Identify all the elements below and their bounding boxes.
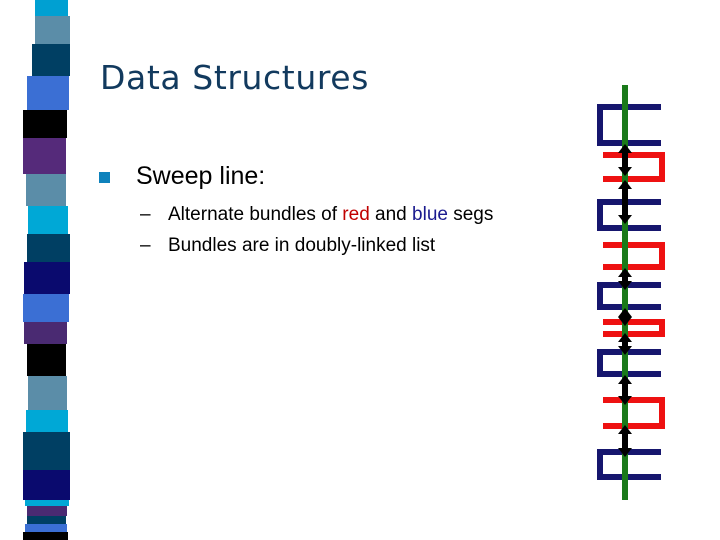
arrow-head-down-icon [618,346,632,355]
sub-bullet-doubly-linked-list: – Bundles are in doubly-linked list [96,233,516,258]
color-band [23,322,68,344]
color-band [23,262,70,294]
bullet-sweep-line: Sweep line: [96,160,516,192]
en-dash-icon: – [140,204,151,225]
color-band [26,344,67,376]
bundle-red [603,319,665,337]
arrow-shaft [622,186,628,218]
color-band [22,110,68,138]
color-band [26,234,70,262]
sub-bullet-seg-4: segs [447,204,494,225]
color-band [25,524,67,532]
color-band [27,506,67,516]
sub-bullet-doubly-linked-list-label: Bundles are in doubly-linked list [168,235,436,256]
color-band [25,174,67,206]
left-color-strip [0,0,90,540]
arrow-head-down-icon [618,167,632,176]
arrow-shaft [622,274,628,284]
bundle-blue [597,199,661,231]
color-band [27,206,69,234]
arrow-shaft [622,431,628,451]
arrow-head-down-icon [618,448,632,457]
color-band [23,138,66,174]
bullet-sweep-line-label: Sweep line: [136,162,266,190]
bundle-red [603,152,665,182]
color-band [22,294,69,322]
color-band [35,0,68,16]
sweep-line-diagram [560,0,720,540]
en-dash-icon: – [140,235,151,256]
sub-bullet-seg-blue: blue [412,204,448,225]
color-band [22,470,70,500]
sub-bullet-alternate-bundles: – Alternate bundles of red and blue segs [96,202,516,227]
square-bullet-icon [99,172,110,183]
arrow-head-up-icon [618,308,632,317]
color-band [32,44,70,76]
color-band [27,76,69,110]
sweep-line [622,85,628,500]
sub-bullet-seg-2: and [369,204,413,225]
arrow-shaft [622,150,628,170]
color-band [23,432,70,470]
color-band [24,500,69,506]
arrow-shaft [622,381,628,399]
color-band [27,376,67,410]
page-title: Data Structures [100,58,369,97]
color-band [25,410,69,432]
arrow-head-down-icon [618,317,632,326]
color-band [27,516,66,524]
arrow-head-down-icon [618,281,632,290]
arrow-head-up-icon [618,144,632,153]
bundle-red [603,397,665,429]
arrow-head-up-icon [618,375,632,384]
bullet-list: Sweep line: – Alternate bundles of red a… [96,160,516,258]
sub-bullet-seg-0: Alternate bundles of [168,204,343,225]
color-band [22,532,69,540]
arrow-head-down-icon [618,215,632,224]
arrow-head-up-icon [618,268,632,277]
arrow-head-down-icon [618,396,632,405]
bundle-blue [597,104,661,146]
bundle-red [603,242,665,270]
arrow-head-up-icon [618,180,632,189]
arrow-head-up-icon [618,425,632,434]
arrow-shaft [622,339,628,349]
sub-bullet-seg-red: red [342,204,370,225]
color-band [35,16,70,44]
arrow-head-up-icon [618,333,632,342]
